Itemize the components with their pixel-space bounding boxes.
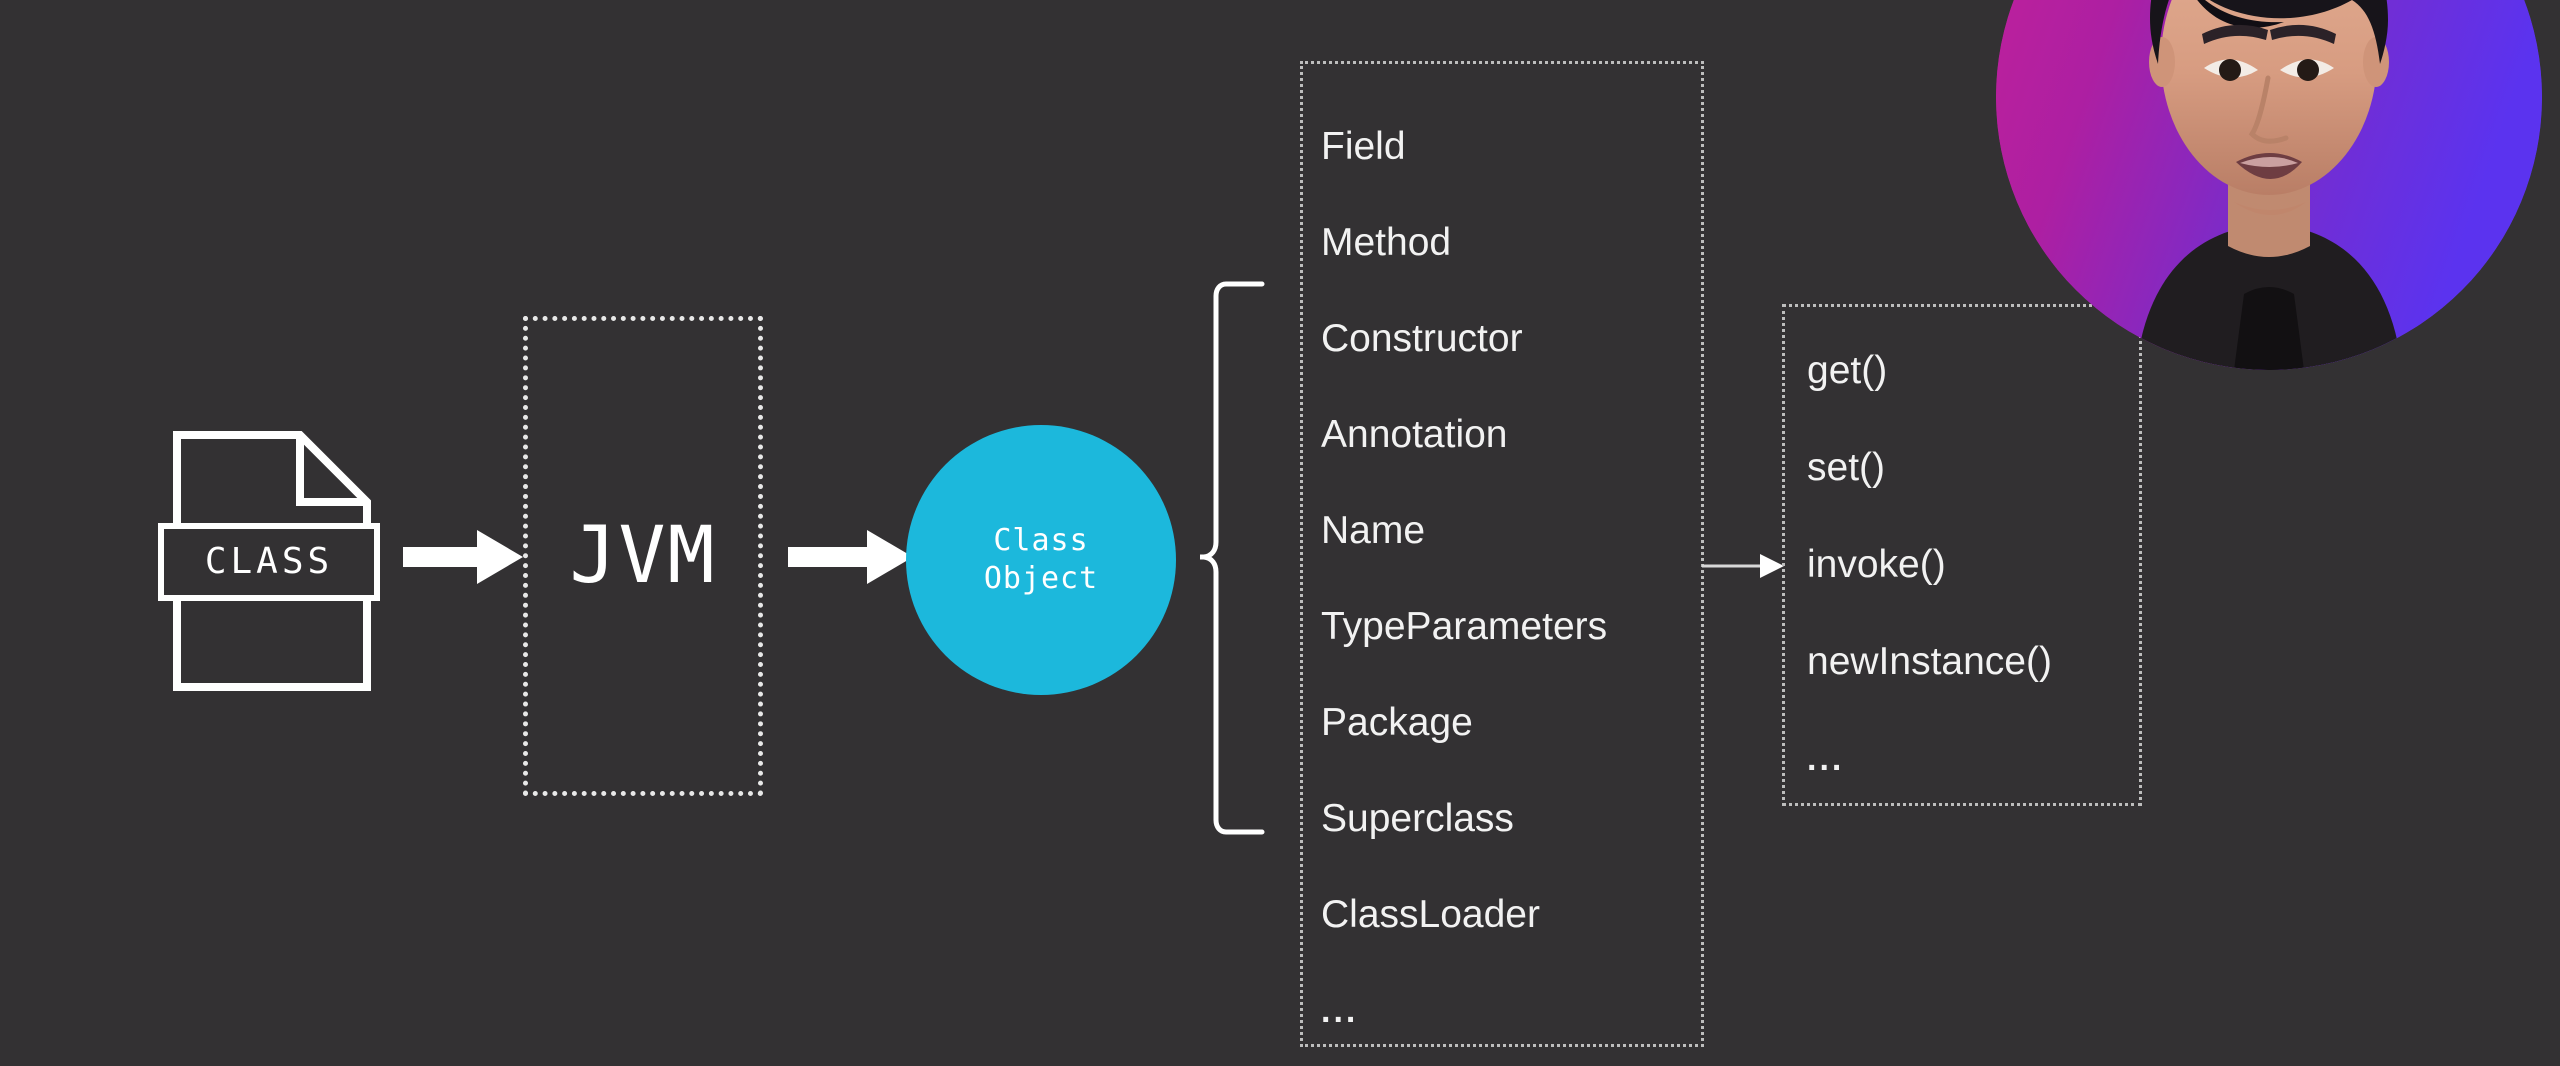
- class-object-label-line2: Object: [983, 561, 1099, 596]
- arrow-attributes-to-methods-icon: [1702, 548, 1784, 584]
- class-object-label-line1: Class: [993, 522, 1089, 558]
- method-item: set(): [1807, 446, 1885, 489]
- presenter-portrait: [1996, 0, 2542, 370]
- class-file-label-banner: CLASS: [158, 523, 380, 601]
- attribute-item: Superclass: [1321, 797, 1514, 840]
- attribute-item: Method: [1321, 221, 1452, 264]
- attribute-item: Package: [1321, 701, 1473, 744]
- arrow-jvm-to-class-object-icon: [788, 527, 913, 587]
- attribute-item: Constructor: [1321, 317, 1523, 360]
- curly-brace-icon: [1197, 280, 1266, 836]
- attribute-item: ClassLoader: [1321, 893, 1540, 936]
- attribute-item: Annotation: [1321, 413, 1508, 456]
- attribute-item-ellipsis: ...: [1321, 992, 1359, 1030]
- attribute-item: TypeParameters: [1321, 605, 1608, 648]
- class-methods-box: get() set() invoke() newInstance() ...: [1782, 304, 2142, 806]
- class-object-node: Class Object: [906, 425, 1176, 695]
- class-file-label: CLASS: [204, 541, 334, 582]
- method-item-ellipsis: ...: [1807, 740, 1845, 778]
- attribute-item: Field: [1321, 125, 1406, 168]
- class-attributes-box: Field Method Constructor Annotation Name…: [1300, 61, 1704, 1047]
- attribute-item: Name: [1321, 509, 1426, 552]
- jvm-label: JVM: [569, 511, 717, 601]
- method-item: newInstance(): [1807, 640, 2052, 683]
- method-item: get(): [1807, 349, 1888, 392]
- arrow-class-to-jvm-icon: [403, 527, 523, 587]
- webcam-video-bubble: [1996, 0, 2542, 370]
- method-item: invoke(): [1807, 543, 1946, 586]
- jvm-box: JVM: [523, 316, 763, 796]
